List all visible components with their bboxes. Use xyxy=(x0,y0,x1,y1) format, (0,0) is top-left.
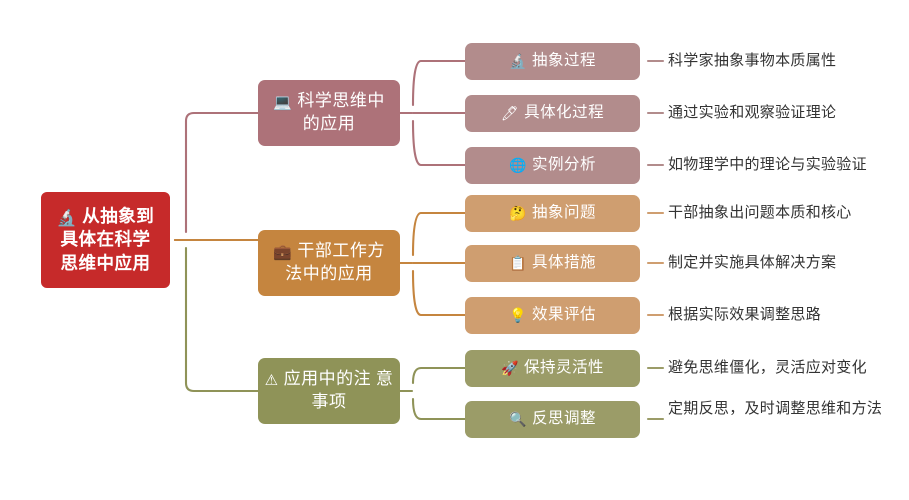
branch-2-line-1: 💼干部工作方 xyxy=(273,241,385,262)
leaf-text-case-analysis: 如物理学中的理论与实验验证 xyxy=(668,157,867,173)
branch-node-science[interactable]: 💻科学思维中 的应用 xyxy=(258,80,400,146)
microscope-icon: 🔬 xyxy=(56,207,78,227)
lightbulb-icon: 💡 xyxy=(509,308,527,325)
leaf-text-abstract-problem: 干部抽象出问题本质和核心 xyxy=(668,205,852,221)
node-label: 反思调整 xyxy=(531,410,596,428)
node-concretization-process[interactable]: 🖊具体化过程 xyxy=(465,95,640,132)
node-label: 抽象问题 xyxy=(531,204,596,222)
branch-1-line-1: 💻科学思维中 xyxy=(273,91,385,112)
leaf-text-abstraction-process: 科学家抽象事物本质属性 xyxy=(668,53,837,69)
microscope-icon: 🔬 xyxy=(509,54,527,71)
leaf-text-concretization-process: 通过实验和观察验证理论 xyxy=(668,105,837,121)
node-concrete-measures[interactable]: 📋具体措施 xyxy=(465,245,640,282)
briefcase-icon: 💼 xyxy=(273,243,293,262)
root-node[interactable]: 🔬从抽象到 具体在科学 思维中应用 xyxy=(38,189,173,291)
node-abstraction-process[interactable]: 🔬抽象过程 xyxy=(465,43,640,80)
leaf-text-keep-flexible: 避免思维僵化，灵活应对变化 xyxy=(668,360,867,376)
node-keep-flexible[interactable]: 🚀保持灵活性 xyxy=(465,350,640,387)
root-line-3: 思维中应用 xyxy=(60,252,151,273)
root-line-1: 🔬从抽象到 xyxy=(56,205,155,227)
clipboard-icon: 📋 xyxy=(509,256,527,273)
node-label: 具体措施 xyxy=(531,254,596,272)
leaf-text-concrete-measures: 制定并实施具体解决方案 xyxy=(668,255,837,271)
leaf-text-effect-evaluation: 根据实际效果调整思路 xyxy=(668,307,822,323)
pen-icon: 🖊 xyxy=(500,106,520,123)
node-label: 保持灵活性 xyxy=(523,359,604,377)
branch-1-line-2: 的应用 xyxy=(302,114,356,133)
node-label: 抽象过程 xyxy=(531,52,596,70)
node-label: 实例分析 xyxy=(531,156,596,174)
thinking-face-icon: 🤔 xyxy=(509,206,527,223)
rocket-icon: 🚀 xyxy=(501,361,519,378)
branch-2-line-2: 法中的应用 xyxy=(285,264,373,283)
warning-triangle-icon: ⚠ xyxy=(264,371,279,390)
leaf-text-reflect-adjust: 定期反思，及时调整思维和方法 xyxy=(668,401,883,417)
magnifier-icon: 🔍 xyxy=(509,412,527,429)
globe-icon: 🌐 xyxy=(509,158,527,175)
laptop-icon: 💻 xyxy=(273,93,293,112)
branch-3-line-2: 意事项 xyxy=(311,369,394,411)
node-abstract-problem[interactable]: 🤔抽象问题 xyxy=(465,195,640,232)
root-line-2: 具体在科学 xyxy=(60,229,151,250)
node-label: 效果评估 xyxy=(531,306,596,324)
node-reflect-adjust[interactable]: 🔍反思调整 xyxy=(465,401,640,438)
branch-3-line-1: ⚠应用中的注 xyxy=(264,369,372,390)
node-case-analysis[interactable]: 🌐实例分析 xyxy=(465,147,640,184)
node-label: 具体化过程 xyxy=(524,104,605,122)
branch-node-cautions[interactable]: ⚠应用中的注 意事项 xyxy=(258,358,400,424)
node-effect-evaluation[interactable]: 💡效果评估 xyxy=(465,297,640,334)
branch-node-cadre-work[interactable]: 💼干部工作方 法中的应用 xyxy=(258,230,400,296)
